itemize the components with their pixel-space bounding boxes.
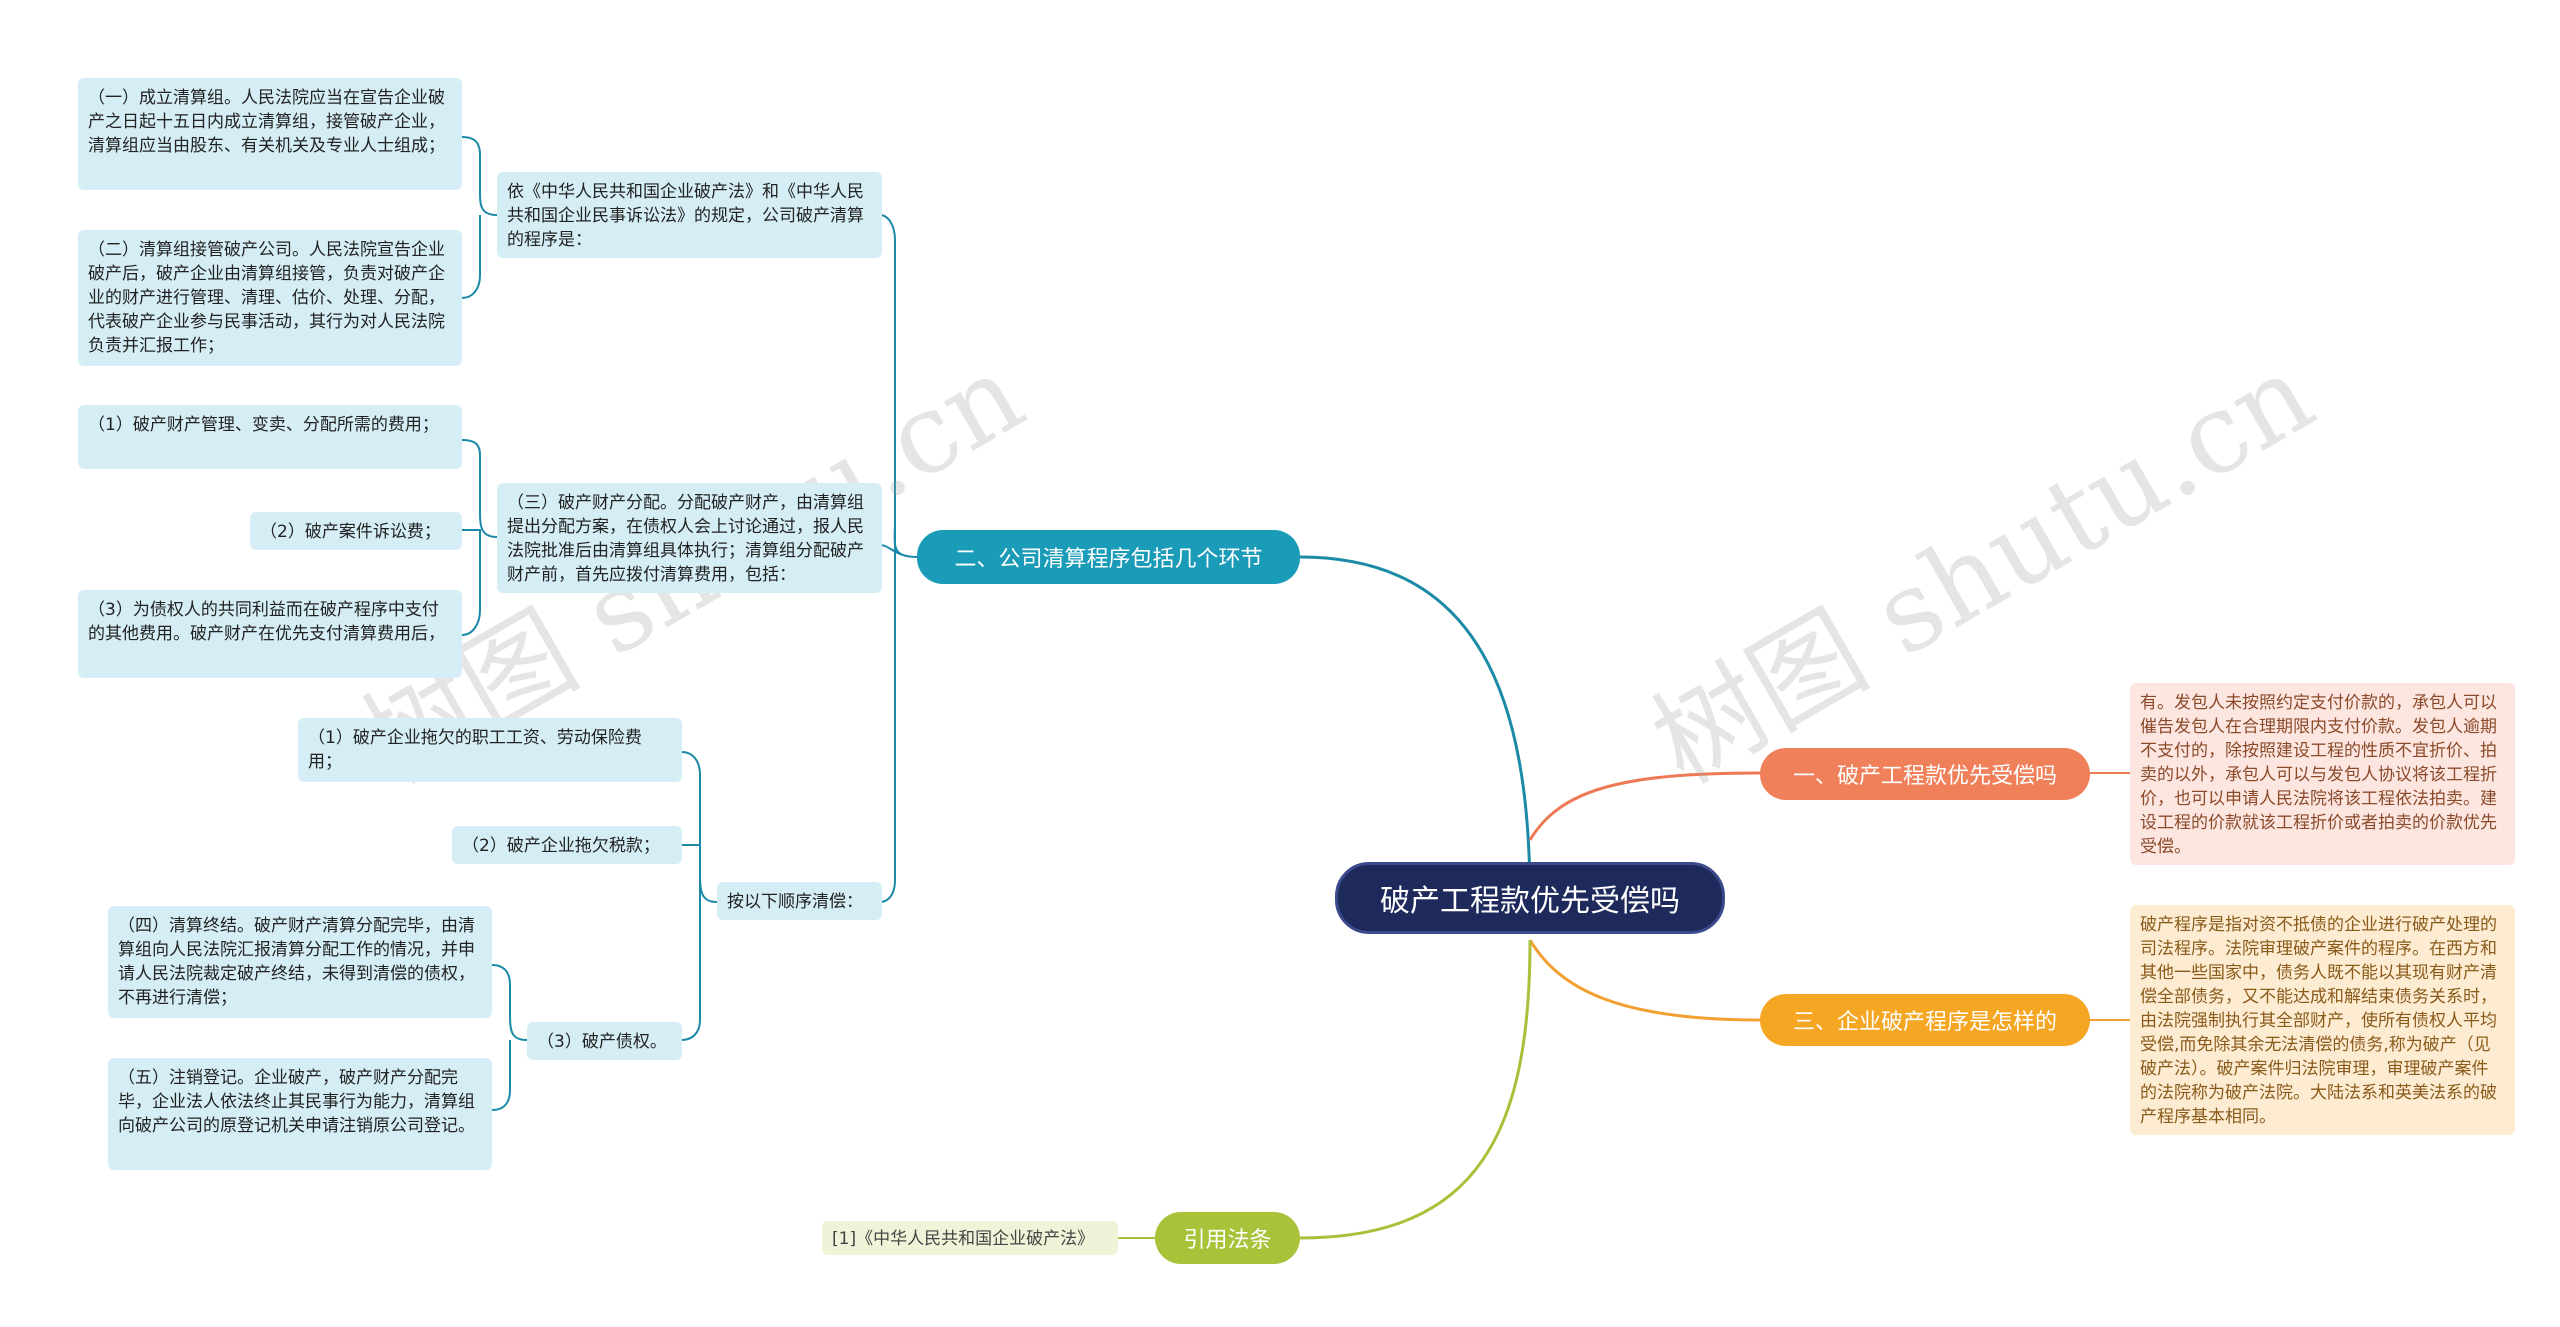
fee-item-2[interactable]: （2）破产案件诉讼费； <box>250 512 462 550</box>
fee-item-3[interactable]: （3）为债权人的共同利益而在破产程序中支付的其他费用。破产财产在优先支付清算费用… <box>78 590 462 678</box>
fee-item-1[interactable]: （1）破产财产管理、变卖、分配所需的费用； <box>78 405 462 469</box>
link-b2-bracket <box>879 214 918 903</box>
branch-priority-payment[interactable]: 一、破产工程款优先受偿吗 <box>1760 748 2090 800</box>
link-root-b4 <box>1299 939 1532 1240</box>
branch-cited-law[interactable]: 引用法条 <box>1155 1212 1300 1264</box>
link-root-b3 <box>1528 939 1761 1022</box>
order-intro[interactable]: 按以下顺序清偿： <box>717 882 882 920</box>
step-5-deregistration[interactable]: （五）注销登记。企业破产，破产财产分配完毕，企业法人依法终止其民事行为能力，清算… <box>108 1058 492 1170</box>
answer-priority-payment[interactable]: 有。发包人未按照约定支付价款的，承包人可以催告发包人在合理期限内支付价款。发包人… <box>2130 683 2515 865</box>
order-item-2[interactable]: （2）破产企业拖欠税款； <box>452 826 682 864</box>
branch-bankruptcy-procedure[interactable]: 三、企业破产程序是怎样的 <box>1760 994 2090 1046</box>
procedure-intro[interactable]: 依《中华人民共和国企业破产法》和《中华人民共和国企业民事诉讼法》的规定，公司破产… <box>497 172 882 258</box>
link-root-b1 <box>1528 771 1761 841</box>
link-step3-bracket <box>461 439 498 636</box>
link-intro-bracket <box>461 136 498 299</box>
answer-bankruptcy-procedure[interactable]: 破产程序是指对资不抵债的企业进行破产处理的司法程序。法院审理破产案件的程序。在西… <box>2130 905 2515 1135</box>
step-1-form-team[interactable]: （一）成立清算组。人民法院应当在宣告企业破产之日起十五日内成立清算组，接管破产企… <box>78 78 462 190</box>
step-3-distribution[interactable]: （三）破产财产分配。分配破产财产，由清算组提出分配方案，在债权人会上讨论通过，报… <box>497 483 882 593</box>
order-item-1[interactable]: （1）破产企业拖欠的职工工资、劳动保险费用； <box>298 718 682 782</box>
link-root-b2 <box>1299 555 1532 901</box>
root-topic[interactable]: 破产工程款优先受偿吗 <box>1335 862 1725 934</box>
step-2-take-over[interactable]: （二）清算组接管破产公司。人民法院宣告企业破产后，破产企业由清算组接管，负责对破… <box>78 230 462 366</box>
link-order3-bracket <box>491 964 528 1111</box>
order-item-3[interactable]: （3）破产债权。 <box>527 1022 682 1060</box>
step-4-termination[interactable]: （四）清算终结。破产财产清算分配完毕，由清算组向人民法院汇报清算分配工作的情况，… <box>108 906 492 1018</box>
branch-company-liquidation[interactable]: 二、公司清算程序包括几个环节 <box>917 530 1300 584</box>
link-order-bracket <box>681 751 718 1041</box>
cited-law-item[interactable]: [1]《中华人民共和国企业破产法》 <box>822 1221 1118 1255</box>
